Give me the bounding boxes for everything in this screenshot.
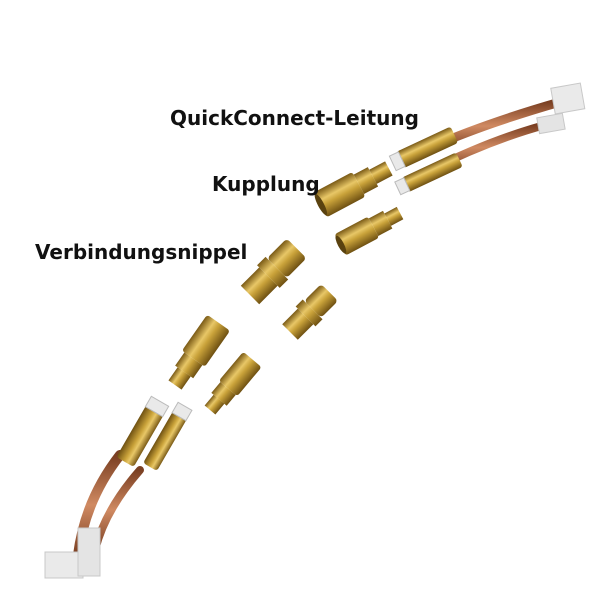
kupplung-bottom-1 xyxy=(168,315,229,390)
kupplung-top-2 xyxy=(335,206,404,255)
quickconnect-line-bottom xyxy=(44,395,193,579)
kupplung-bottom-2 xyxy=(204,352,261,415)
label-quickconnect: QuickConnect-Leitung xyxy=(170,106,419,130)
label-verbindungsnippel: Verbindungsnippel xyxy=(35,240,248,264)
quickconnect-line-top xyxy=(388,82,586,196)
kupplung-top-1 xyxy=(314,161,393,217)
nippel-1 xyxy=(240,240,305,305)
nippel-2 xyxy=(282,285,337,340)
label-kupplung: Kupplung xyxy=(212,172,320,196)
